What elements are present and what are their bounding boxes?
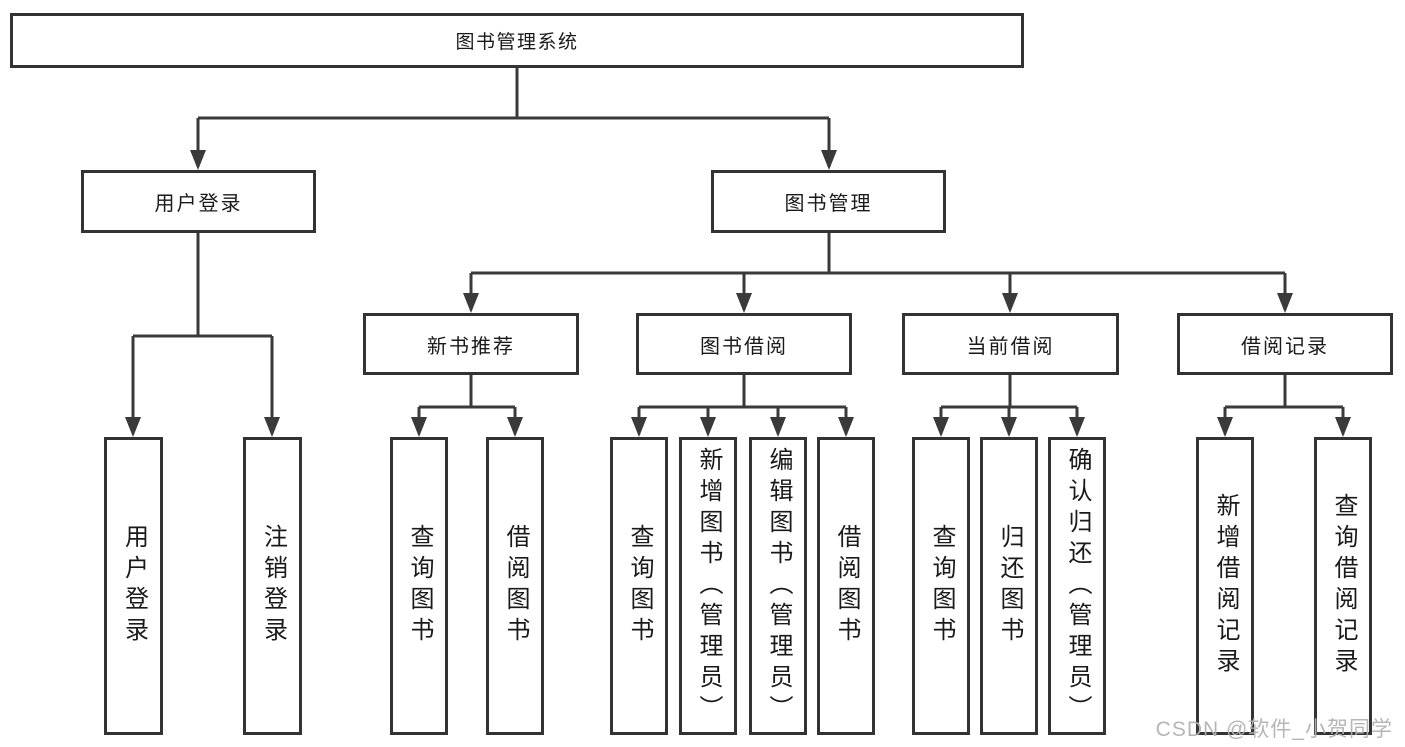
node-label: 新书推荐 [427, 335, 515, 358]
node-label: 图书管理 [784, 193, 873, 215]
leaf-label: 编辑图书（管理员） [765, 446, 792, 726]
leaf-edit-books-admin: 编辑图书（管理员） [749, 437, 807, 735]
node-borrow-records: 借阅记录 [1177, 313, 1393, 375]
leaf-query-books-current: 查询图书 [912, 437, 970, 735]
leaf-user-login: 用户登录 [104, 437, 163, 735]
node-current-borrowing: 当前借阅 [902, 313, 1119, 375]
leaf-query-books-borrowing: 查询图书 [610, 437, 668, 735]
leaf-label: 归还图书 [996, 524, 1023, 648]
leaf-label: 注销登录 [259, 524, 287, 648]
leaf-label: 查询借阅记录 [1330, 493, 1357, 679]
leaf-label: 查询图书 [928, 524, 955, 648]
watermark-text: CSDN @软件_小贺同学 [1155, 718, 1393, 741]
node-book-borrowing: 图书借阅 [636, 313, 852, 375]
node-label: 图书管理系统 [455, 32, 579, 53]
node-user-login: 用户登录 [81, 170, 316, 233]
node-label: 当前借阅 [966, 335, 1055, 358]
node-label: 图书借阅 [700, 335, 788, 358]
node-label: 用户登录 [154, 193, 243, 215]
leaf-query-borrow-record: 查询借阅记录 [1314, 437, 1372, 735]
leaf-label: 查询图书 [406, 524, 433, 648]
node-library-management-system: 图书管理系统 [10, 13, 1024, 68]
leaf-label: 用户登录 [120, 524, 148, 648]
leaf-borrow-books: 借阅图书 [817, 437, 875, 735]
leaf-label: 借阅图书 [502, 524, 529, 648]
leaf-add-borrow-record: 新增借阅记录 [1196, 437, 1254, 735]
leaf-label: 新增借阅记录 [1212, 493, 1239, 679]
leaf-add-books-admin: 新增图书（管理员） [679, 437, 737, 735]
leaf-label: 确认归还（管理员） [1064, 446, 1091, 726]
leaf-query-books-recommend: 查询图书 [390, 437, 448, 735]
leaf-label: 借阅图书 [833, 524, 860, 648]
leaf-label: 查询图书 [626, 524, 653, 648]
leaf-confirm-return-admin: 确认归还（管理员） [1048, 437, 1106, 735]
leaf-return-books: 归还图书 [980, 437, 1038, 735]
node-book-management: 图书管理 [711, 170, 946, 233]
leaf-borrow-books-recommend: 借阅图书 [486, 437, 544, 735]
node-new-book-recommend: 新书推荐 [363, 313, 579, 375]
leaf-logout: 注销登录 [243, 437, 302, 735]
node-label: 借阅记录 [1241, 335, 1329, 358]
leaf-label: 新增图书（管理员） [695, 446, 722, 726]
